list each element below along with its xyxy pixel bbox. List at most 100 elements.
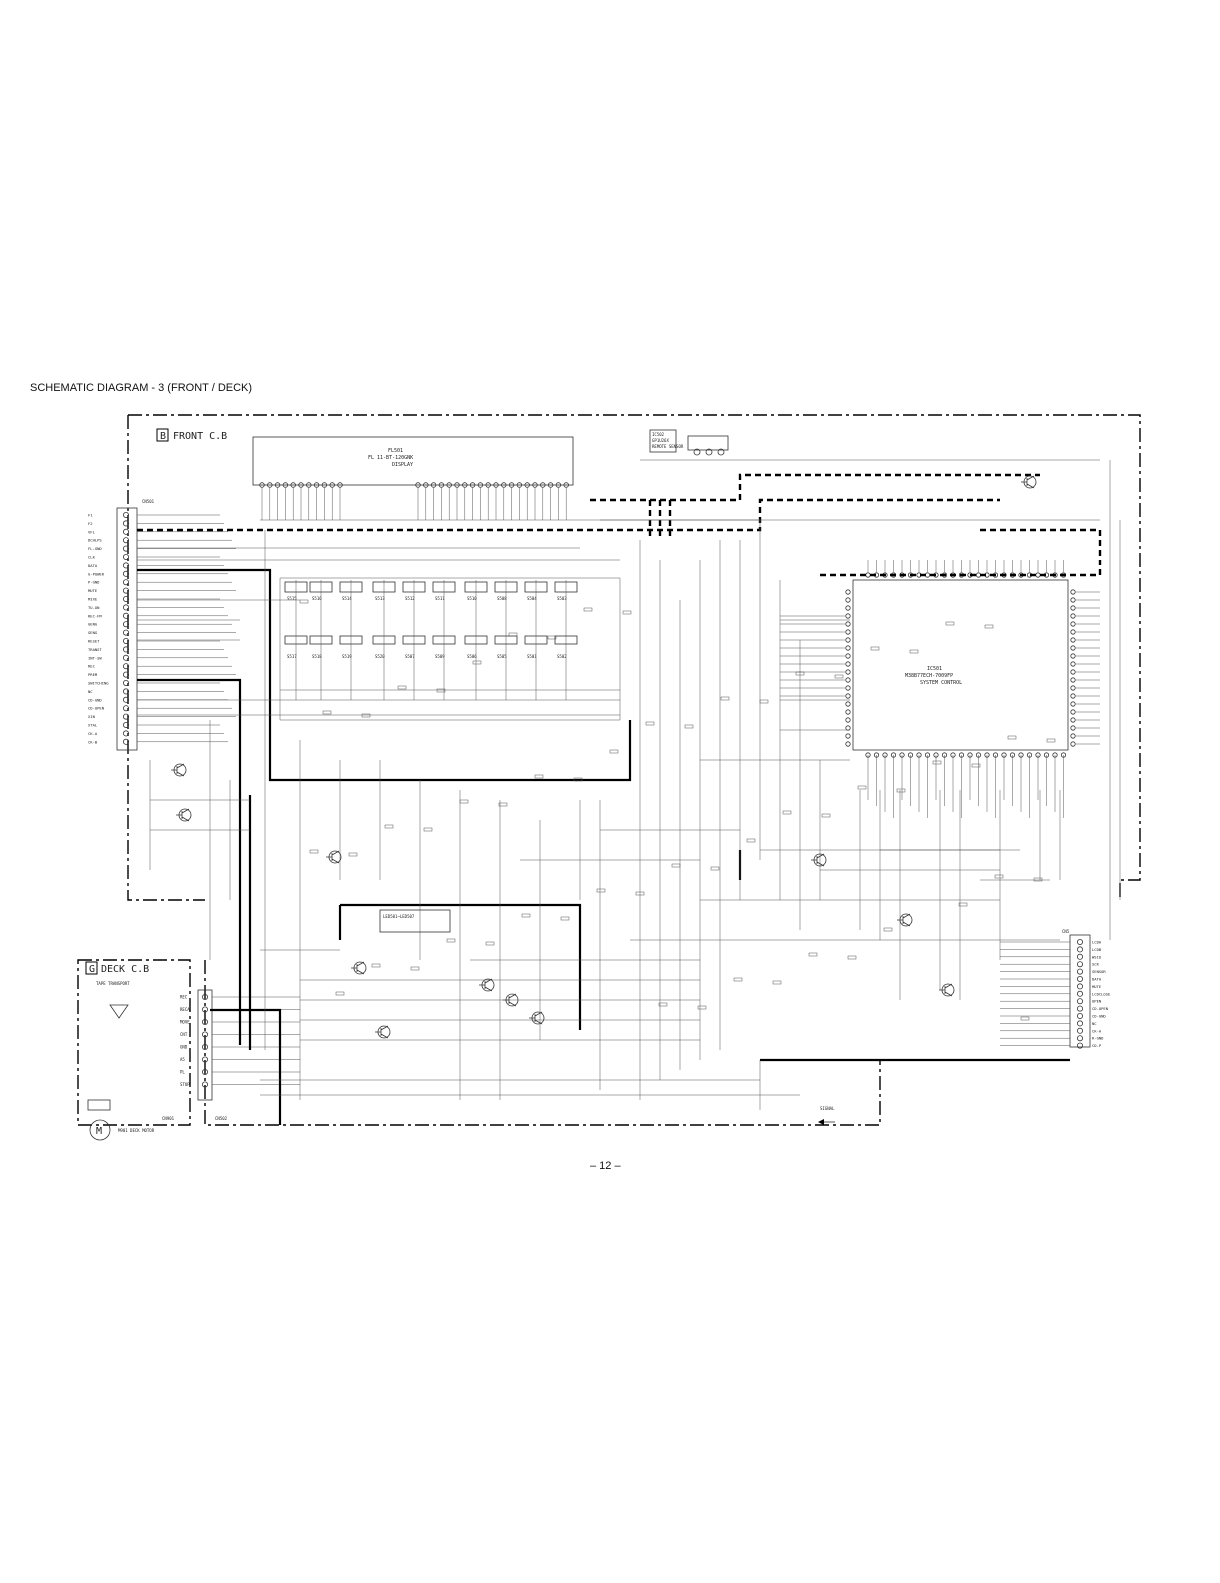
display-module: FL501 FL 11-BT-120GNK DISPLAY (252, 436, 574, 520)
display-pin (329, 482, 335, 488)
left-pin-label: FL-GND (88, 546, 102, 551)
switch-label: S520 (375, 654, 385, 659)
deck-pin-label: STOP (180, 1082, 190, 1087)
left-connector-pin (123, 705, 130, 712)
left-connector-pin (123, 554, 130, 561)
svg-text:B: B (160, 431, 166, 442)
right-connector-pin (1077, 953, 1084, 960)
left-pin-label: G-POWER (88, 571, 105, 576)
deck-connector-pin (201, 1069, 208, 1076)
left-connector-pin (123, 722, 130, 729)
switch-label: S514 (342, 596, 352, 601)
left-connector-pin (123, 680, 130, 687)
left-connector-pin (123, 713, 130, 720)
display-pin (430, 482, 437, 488)
switch-label: S510 (467, 596, 477, 601)
left-pin-label: CK-B (88, 739, 98, 744)
left-pin-label: F1 (88, 513, 93, 518)
right-pin-label: CK-A (1092, 1028, 1102, 1033)
system-control-ic: IC501 M38B77ECH-7009FP SYSTEM CONTROL (780, 560, 1100, 818)
deck-pin-label: GND (180, 1045, 188, 1050)
switch-label: S517 (287, 654, 297, 659)
display-pin (415, 482, 421, 488)
display-pin (508, 482, 515, 488)
display-pin (454, 482, 460, 488)
display-pin (540, 482, 546, 488)
switch-label: S518 (312, 654, 322, 659)
left-connector-pin (123, 520, 130, 527)
right-pin-label: CD-GND (1092, 1014, 1106, 1019)
left-pin-label: GENG (88, 630, 98, 635)
display-pin (469, 482, 476, 488)
left-connector-pin (123, 621, 130, 628)
front-board-label: B FRONT C.B (156, 428, 227, 442)
left-connector-pin (123, 612, 130, 619)
left-pin-label: RESET (88, 639, 100, 644)
display-pin (438, 482, 445, 488)
display-pin (516, 482, 523, 488)
right-pin-label: OPEN (1092, 999, 1102, 1004)
svg-text:TAPE TRANSPORT: TAPE TRANSPORT (96, 981, 130, 986)
left-pin-label: INT-SW (88, 655, 102, 660)
right-pin-label: DATA (1092, 977, 1102, 982)
left-connector: CN501 F1F2VFLDCHLPSFL-GNDCLKDATAG-POWERP… (88, 499, 236, 751)
display-pin (446, 482, 452, 488)
svg-text:IC502: IC502 (652, 432, 665, 437)
page-title: SCHEMATIC DIAGRAM - 3 (FRONT / DECK) (30, 382, 253, 394)
left-pin-label: P-GND (88, 580, 100, 585)
right-connector-pin (1077, 983, 1084, 990)
deck-connector-pin (201, 1006, 208, 1013)
left-connector-pin (123, 587, 130, 594)
svg-text:IC501: IC501 (927, 666, 942, 672)
display-pin (306, 482, 312, 488)
left-pin-label: PREM (88, 672, 98, 677)
deck-pin-label: CNT (180, 1032, 188, 1037)
display-pin (267, 482, 273, 488)
deck-motor: M M901 DECK MOTOR (87, 1099, 155, 1141)
display-pin (313, 482, 320, 488)
svg-text:CN502: CN502 (215, 1116, 228, 1121)
led-group-label: LED501~LED507 (379, 909, 451, 933)
left-connector-pin (123, 646, 130, 653)
right-pin-label: LCDA (1092, 940, 1102, 945)
left-pin-label: MUTE (88, 588, 98, 593)
switch-label: S519 (342, 654, 352, 659)
svg-text:DISPLAY: DISPLAY (392, 462, 413, 468)
display-pin (290, 482, 296, 488)
svg-text:M: M (96, 1126, 102, 1137)
right-pin-label: NC (1092, 1021, 1097, 1026)
page-number: – 12 – (590, 1160, 621, 1172)
display-pin (524, 482, 530, 488)
switch-label: S512 (405, 596, 415, 601)
right-pin-label: LCDCLOSE (1092, 991, 1111, 996)
right-pin-label: SCK (1092, 962, 1100, 967)
svg-text:GP1U26X: GP1U26X (652, 438, 669, 443)
right-connector-pin (1077, 1005, 1084, 1012)
left-pin-label: CD-GND (88, 697, 102, 702)
left-connector-pin (123, 671, 130, 678)
left-pin-label: XIN (88, 714, 96, 719)
display-pin (274, 482, 281, 488)
left-pin-label: DCHLPS (88, 538, 102, 543)
display-pin (532, 482, 538, 488)
deck-pin-label: RECA (180, 1007, 190, 1012)
switch-label: S508 (497, 596, 507, 601)
deck-connector-pin (201, 1044, 208, 1051)
right-connector-pin (1077, 1020, 1084, 1027)
display-pin (563, 482, 569, 488)
left-pin-label: SWITCHING (88, 681, 109, 686)
right-connector: CN5 LCDALCDBWSIOSCKSENSORDATAMUTELCDCLOS… (1000, 929, 1111, 1049)
switch-label: S515 (287, 596, 297, 601)
right-connector-pin (1077, 1042, 1084, 1049)
right-connector-pin (1077, 968, 1084, 975)
left-pin-label: VFL (88, 529, 96, 534)
display-pin (462, 482, 468, 488)
display-pin (501, 482, 507, 488)
left-connector-pin (123, 596, 130, 603)
svg-text:CN5: CN5 (1062, 929, 1070, 934)
left-pin-label: DATA (88, 563, 98, 568)
right-pin-label: R-GND (1092, 1036, 1104, 1041)
left-connector-pin (123, 663, 130, 670)
right-connector-pin (1077, 1013, 1084, 1020)
svg-text:M38B77ECH-7009FP: M38B77ECH-7009FP (905, 673, 953, 679)
